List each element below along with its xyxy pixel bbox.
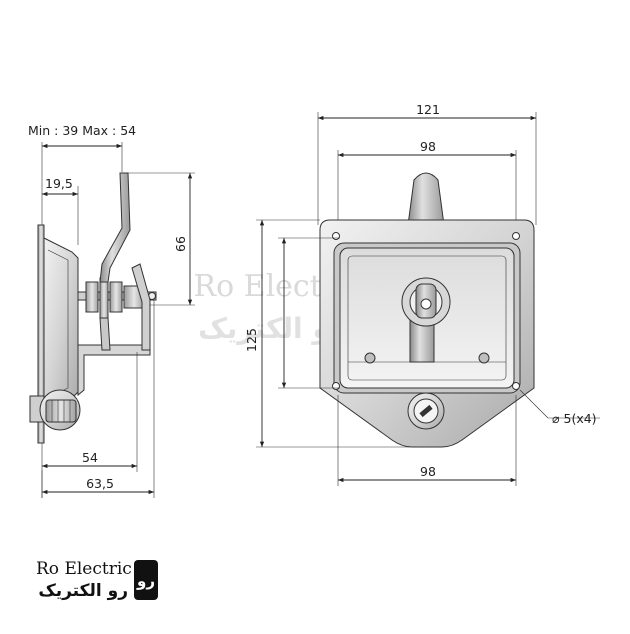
side-dim-63-5: 63,5	[86, 476, 114, 491]
side-view: Min : 39 Max : 54 19,5 66	[28, 123, 195, 498]
front-dim-height: 125	[244, 328, 259, 352]
front-dim-outer-width: 121	[416, 102, 440, 117]
brand-logo: Ro Electric رو الکتریک رو	[36, 559, 158, 601]
side-dim-handle: 66	[173, 236, 188, 252]
front-view: 121 98	[244, 102, 600, 486]
front-dim-bottom-width: 98	[420, 464, 436, 479]
logo-mark-text: رو	[136, 572, 155, 590]
logo-text-en: Ro Electric	[36, 559, 132, 579]
side-dim-54: 54	[82, 450, 98, 465]
logo-text-fa: رو الکتریک	[38, 581, 128, 601]
hole-callout: ⌀ 5(x4)	[552, 411, 597, 426]
side-range-label: Min : 39 Max : 54	[28, 123, 136, 138]
side-dim-depth: 19,5	[45, 176, 73, 191]
front-dim-inner-width: 98	[420, 139, 436, 154]
logo-mark-icon: رو	[134, 560, 158, 600]
